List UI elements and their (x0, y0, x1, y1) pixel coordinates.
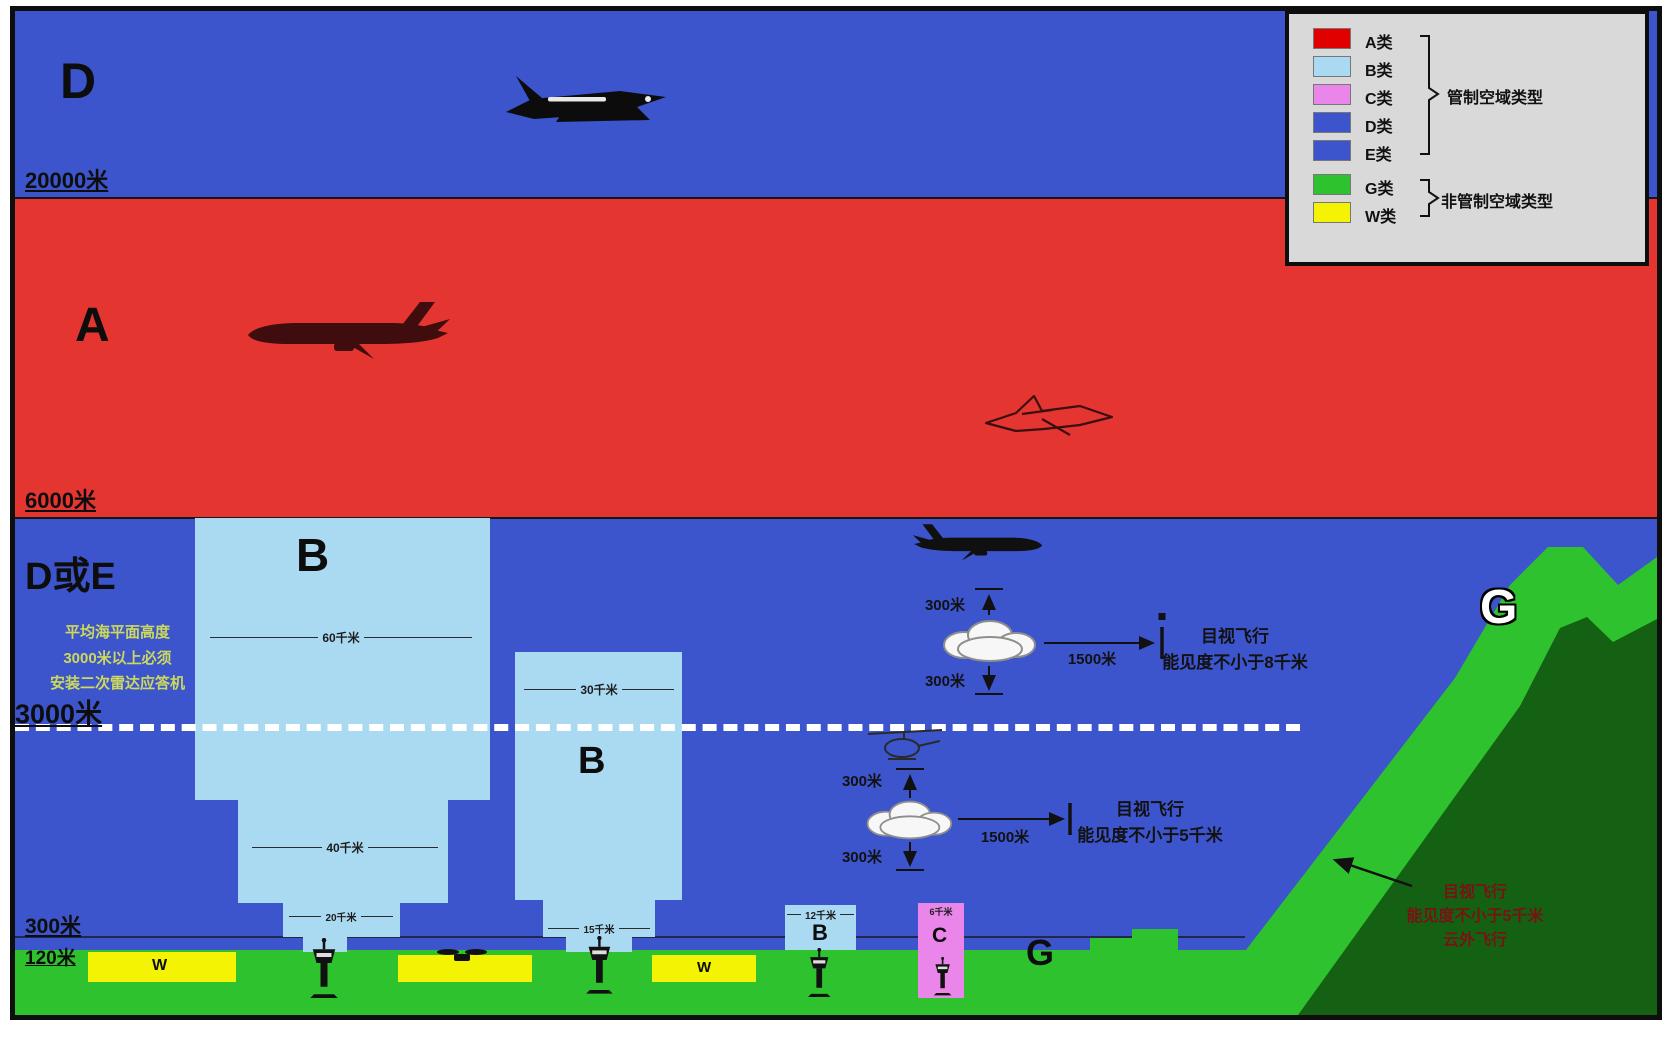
width-line (252, 847, 323, 848)
dashed-3000m-line (15, 724, 1300, 731)
vfr-lower-note-line2: 能见度不小于5千米 (1077, 826, 1223, 845)
width-text: 60千米 (322, 631, 360, 645)
altitude-label-120m: 120米 (25, 948, 76, 969)
tower-class-b-medium-stem (566, 937, 632, 952)
vfr-lower-note-line1: 目视飞行 (1116, 800, 1184, 819)
tower-class-b-large-stem (303, 937, 347, 952)
legend-label-e: E类 (1365, 147, 1392, 164)
legend-label-d: D类 (1365, 119, 1393, 136)
tower-class-b-small (785, 905, 856, 950)
legend-swatch-g (1313, 174, 1351, 195)
width-line (289, 916, 322, 917)
tower-class-b-large-top (195, 518, 490, 800)
altitude-label-3000m: 3000米 (15, 699, 103, 729)
w-zone-center (398, 955, 532, 982)
tower-label-b-medium: B (578, 740, 606, 782)
legend-label-w: W类 (1365, 209, 1397, 226)
tower-label-b-large: B (296, 529, 330, 581)
width-line (621, 689, 675, 690)
dim-300m-upper-below: 300米 (924, 673, 965, 690)
width-line (840, 914, 854, 915)
transponder-note-line1: 平均海平面高度 (64, 624, 170, 641)
width-label-15km: 15千米 (548, 921, 650, 936)
transponder-note-line3: 安装二次雷达应答机 (49, 675, 185, 692)
dim-300m-upper-above: 300米 (924, 597, 965, 614)
dim-1500m-upper: 1500米 (1067, 651, 1117, 668)
vfr-mountain-note-line2: 能见度不小于5千米 (1406, 908, 1544, 925)
width-line (210, 637, 319, 638)
width-label-6km: 6千米 (919, 905, 963, 918)
legend-swatch-c (1313, 84, 1351, 105)
legend-swatch-b (1313, 56, 1351, 77)
vfr-mountain-note-line3: 云外飞行 (1442, 932, 1507, 949)
boundary-line-6000m (15, 517, 1657, 519)
vfr-upper-note-line2: 能见度不小于8千米 (1162, 653, 1308, 672)
region-class-g-surface (15, 950, 1657, 1015)
width-text: 12千米 (804, 911, 837, 922)
altitude-label-20000m: 20000米 (25, 168, 109, 193)
legend-label-a: A类 (1365, 35, 1393, 52)
tower-class-b-large-mid (238, 800, 448, 903)
w-zone-label-left: W (152, 957, 168, 974)
width-label-60km: 60千米 (210, 629, 473, 646)
dim-1500m-lower: 1500米 (980, 829, 1030, 846)
legend-bracket-uncontrolled (1420, 179, 1440, 217)
dim-300m-lower-below: 300米 (841, 849, 882, 866)
legend-swatch-d (1313, 112, 1351, 133)
vfr-mountain-note-line1: 目视飞行 (1442, 884, 1507, 901)
legend-swatch-a (1313, 28, 1351, 49)
width-text: 15千米 (583, 925, 615, 936)
terrain-step (1132, 929, 1178, 952)
width-label-40km: 40千米 (252, 839, 439, 856)
width-line (363, 637, 473, 638)
region-label-d-or-e: D或E (25, 556, 116, 598)
width-label-30km: 30千米 (524, 681, 675, 698)
width-text: 6千米 (929, 907, 953, 917)
width-label-12km: 12千米 (787, 907, 854, 922)
transponder-note: 平均海平面高度 3000米以上必须 安装二次雷达应答机 (15, 620, 220, 697)
width-line (787, 914, 801, 915)
w-zone-right (652, 955, 756, 982)
vfr-upper-note-line1: 目视飞行 (1201, 627, 1269, 646)
legend-group-controlled: 管制空域类型 (1447, 90, 1544, 107)
legend-group-uncontrolled: 非管制空域类型 (1441, 194, 1554, 211)
legend-swatch-e (1313, 140, 1351, 161)
boundary-line-20000m (15, 197, 1657, 199)
region-label-g-mountain: G (1480, 581, 1518, 634)
legend-swatch-w (1313, 202, 1351, 223)
width-line (367, 847, 439, 848)
legend: A类 B类 C类 D类 E类 G类 W类 管制空域类型 非管制空域类型 (1285, 10, 1649, 266)
altitude-label-6000m: 6000米 (25, 488, 96, 513)
tower-label-b-small: B (812, 920, 828, 945)
region-label-d: D (60, 53, 97, 109)
w-zone-left (88, 952, 236, 982)
width-label-20km: 20千米 (289, 909, 393, 924)
region-label-a: A (75, 299, 110, 352)
legend-label-c: C类 (1365, 91, 1393, 108)
width-text: 30千米 (580, 683, 618, 697)
width-line (360, 916, 393, 917)
tower-class-b-large-low (283, 903, 400, 937)
width-line (618, 928, 650, 929)
legend-label-g: G类 (1365, 181, 1394, 198)
tower-class-b-medium-low (543, 900, 655, 937)
dim-300m-lower-above: 300米 (841, 773, 882, 790)
legend-bracket-controlled (1420, 35, 1440, 155)
region-label-g-surface: G (1026, 932, 1055, 973)
w-zone-label-right: W (697, 959, 712, 976)
legend-label-b: B类 (1365, 63, 1393, 80)
terrain-step (1090, 938, 1132, 952)
tower-class-b-medium-top (515, 652, 682, 900)
width-text: 20千米 (325, 913, 357, 924)
altitude-label-300m: 300米 (25, 915, 82, 938)
tower-label-c: C (932, 924, 948, 947)
width-line (548, 928, 580, 929)
width-text: 40千米 (326, 841, 364, 855)
width-line (524, 689, 577, 690)
transponder-note-line2: 3000米以上必须 (63, 649, 172, 667)
